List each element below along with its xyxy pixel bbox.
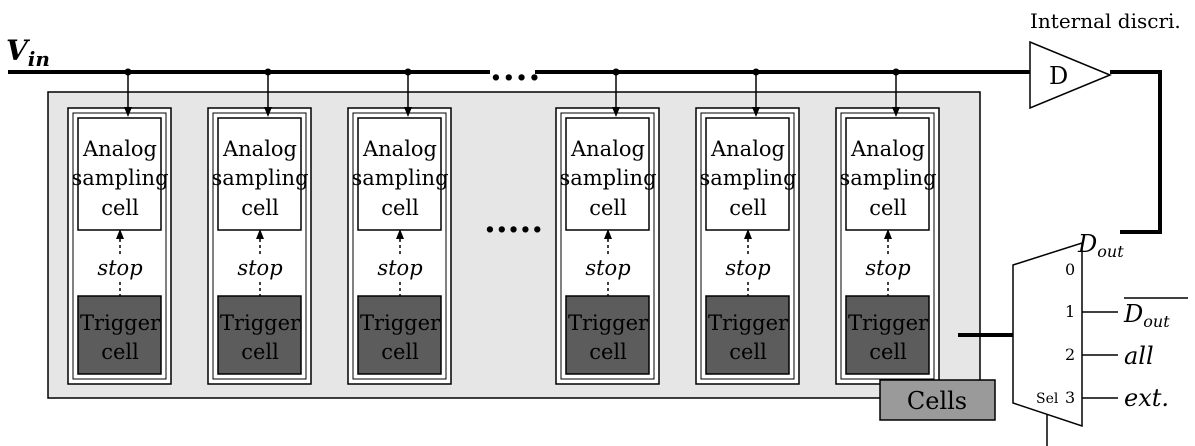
analog-cell-label-line2: sampling: [211, 166, 308, 190]
trigger-cell-label-line1: Trigger: [568, 311, 649, 335]
analog-cell-label-line1: Analog: [710, 137, 785, 161]
trigger-cell-label-line1: Trigger: [220, 311, 301, 335]
cells-badge: [879, 379, 996, 421]
analog-cell-label-line1: Analog: [222, 137, 297, 161]
trigger-cell: [357, 295, 442, 375]
analog-cell-label-line3: cell: [589, 196, 627, 220]
analog-cell-label-line3: cell: [869, 196, 907, 220]
mux-input-3-label: ext.: [1124, 384, 1169, 412]
trigger-cell-label-line2: cell: [241, 340, 279, 364]
channel-frame-inner: [840, 112, 935, 380]
trigger-cell: [77, 295, 162, 375]
vin-subscript: in: [28, 47, 50, 71]
mux-input-1-label: Dout: [1123, 300, 1170, 331]
analog-cell-label-line1: Analog: [82, 137, 157, 161]
mux-sel-label: Sel: [1036, 391, 1059, 407]
mux-input-0-label: Dout: [1077, 230, 1124, 261]
channel-frame-inner: [72, 112, 167, 380]
trigger-cell: [217, 295, 302, 375]
analog-cell-label-line1: Analog: [850, 137, 925, 161]
stop-label: stop: [97, 256, 142, 280]
trigger-cell-label-line1: Trigger: [360, 311, 441, 335]
trigger-cell-label-line2: cell: [589, 340, 627, 364]
channel-frame-inner: [352, 112, 447, 380]
trigger-cell-label-line1: Trigger: [80, 311, 161, 335]
mux-index-3: 3: [1065, 388, 1075, 407]
discriminator-symbol: D: [1049, 62, 1068, 90]
channel-frame-inner: [560, 112, 655, 380]
stop-label: stop: [377, 256, 422, 280]
analog-cell-label-line3: cell: [729, 196, 767, 220]
analog-cell-label-line2: sampling: [71, 166, 168, 190]
mux-index-0: 0: [1065, 260, 1075, 279]
analog-cell-label-line1: Analog: [570, 137, 645, 161]
cells-badge-label: Cells: [907, 387, 967, 415]
stop-label: stop: [237, 256, 282, 280]
discri-label: Internal discri.: [1030, 9, 1181, 33]
analog-cell-label-line3: cell: [381, 196, 419, 220]
trigger-cell: [845, 295, 930, 375]
analog-cell-label-line3: cell: [101, 196, 139, 220]
bus-ellipsis: ....: [490, 49, 541, 89]
analog-cell-label-line2: sampling: [559, 166, 656, 190]
mux-index-2: 2: [1065, 345, 1075, 364]
vin-label: Vin: [6, 34, 50, 71]
analog-sampling-cell: [217, 117, 302, 231]
analog-cell-label-line2: sampling: [839, 166, 936, 190]
analog-sampling-cell: [565, 117, 650, 231]
analog-sampling-cell: [77, 117, 162, 231]
analog-cell-label-line3: cell: [241, 196, 279, 220]
mux-input-2-label: all: [1124, 342, 1154, 370]
analog-sampling-cell: [845, 117, 930, 231]
cells-panel: [47, 91, 981, 399]
trigger-cell: [565, 295, 650, 375]
mux-index-1: 1: [1065, 302, 1075, 321]
stop-label: stop: [725, 256, 770, 280]
mux-input-wires: [1082, 311, 1118, 399]
analog-cell-label-line2: sampling: [699, 166, 796, 190]
discriminator-triangle: [1029, 40, 1112, 110]
multiplexer: [1012, 241, 1083, 428]
analog-cell-label-line1: Analog: [362, 137, 437, 161]
discri-output-wire: [1110, 70, 1162, 234]
trigger-cell-label-line1: Trigger: [848, 311, 929, 335]
stop-label: stop: [865, 256, 910, 280]
analog-cell-label-line2: sampling: [351, 166, 448, 190]
channel-frame-inner: [700, 112, 795, 380]
trigger-cell-label-line2: cell: [101, 340, 139, 364]
trigger-cell-label-line1: Trigger: [708, 311, 789, 335]
trigger-cell-label-line2: cell: [381, 340, 419, 364]
stop-label: stop: [585, 256, 630, 280]
analog-sampling-cell: [357, 117, 442, 231]
trigger-cell-label-line2: cell: [729, 340, 767, 364]
trigger-cell: [705, 295, 790, 375]
channels-ellipsis: .....: [484, 201, 543, 241]
channel-frame-inner: [212, 112, 307, 380]
trigger-cell-label-line2: cell: [869, 340, 907, 364]
